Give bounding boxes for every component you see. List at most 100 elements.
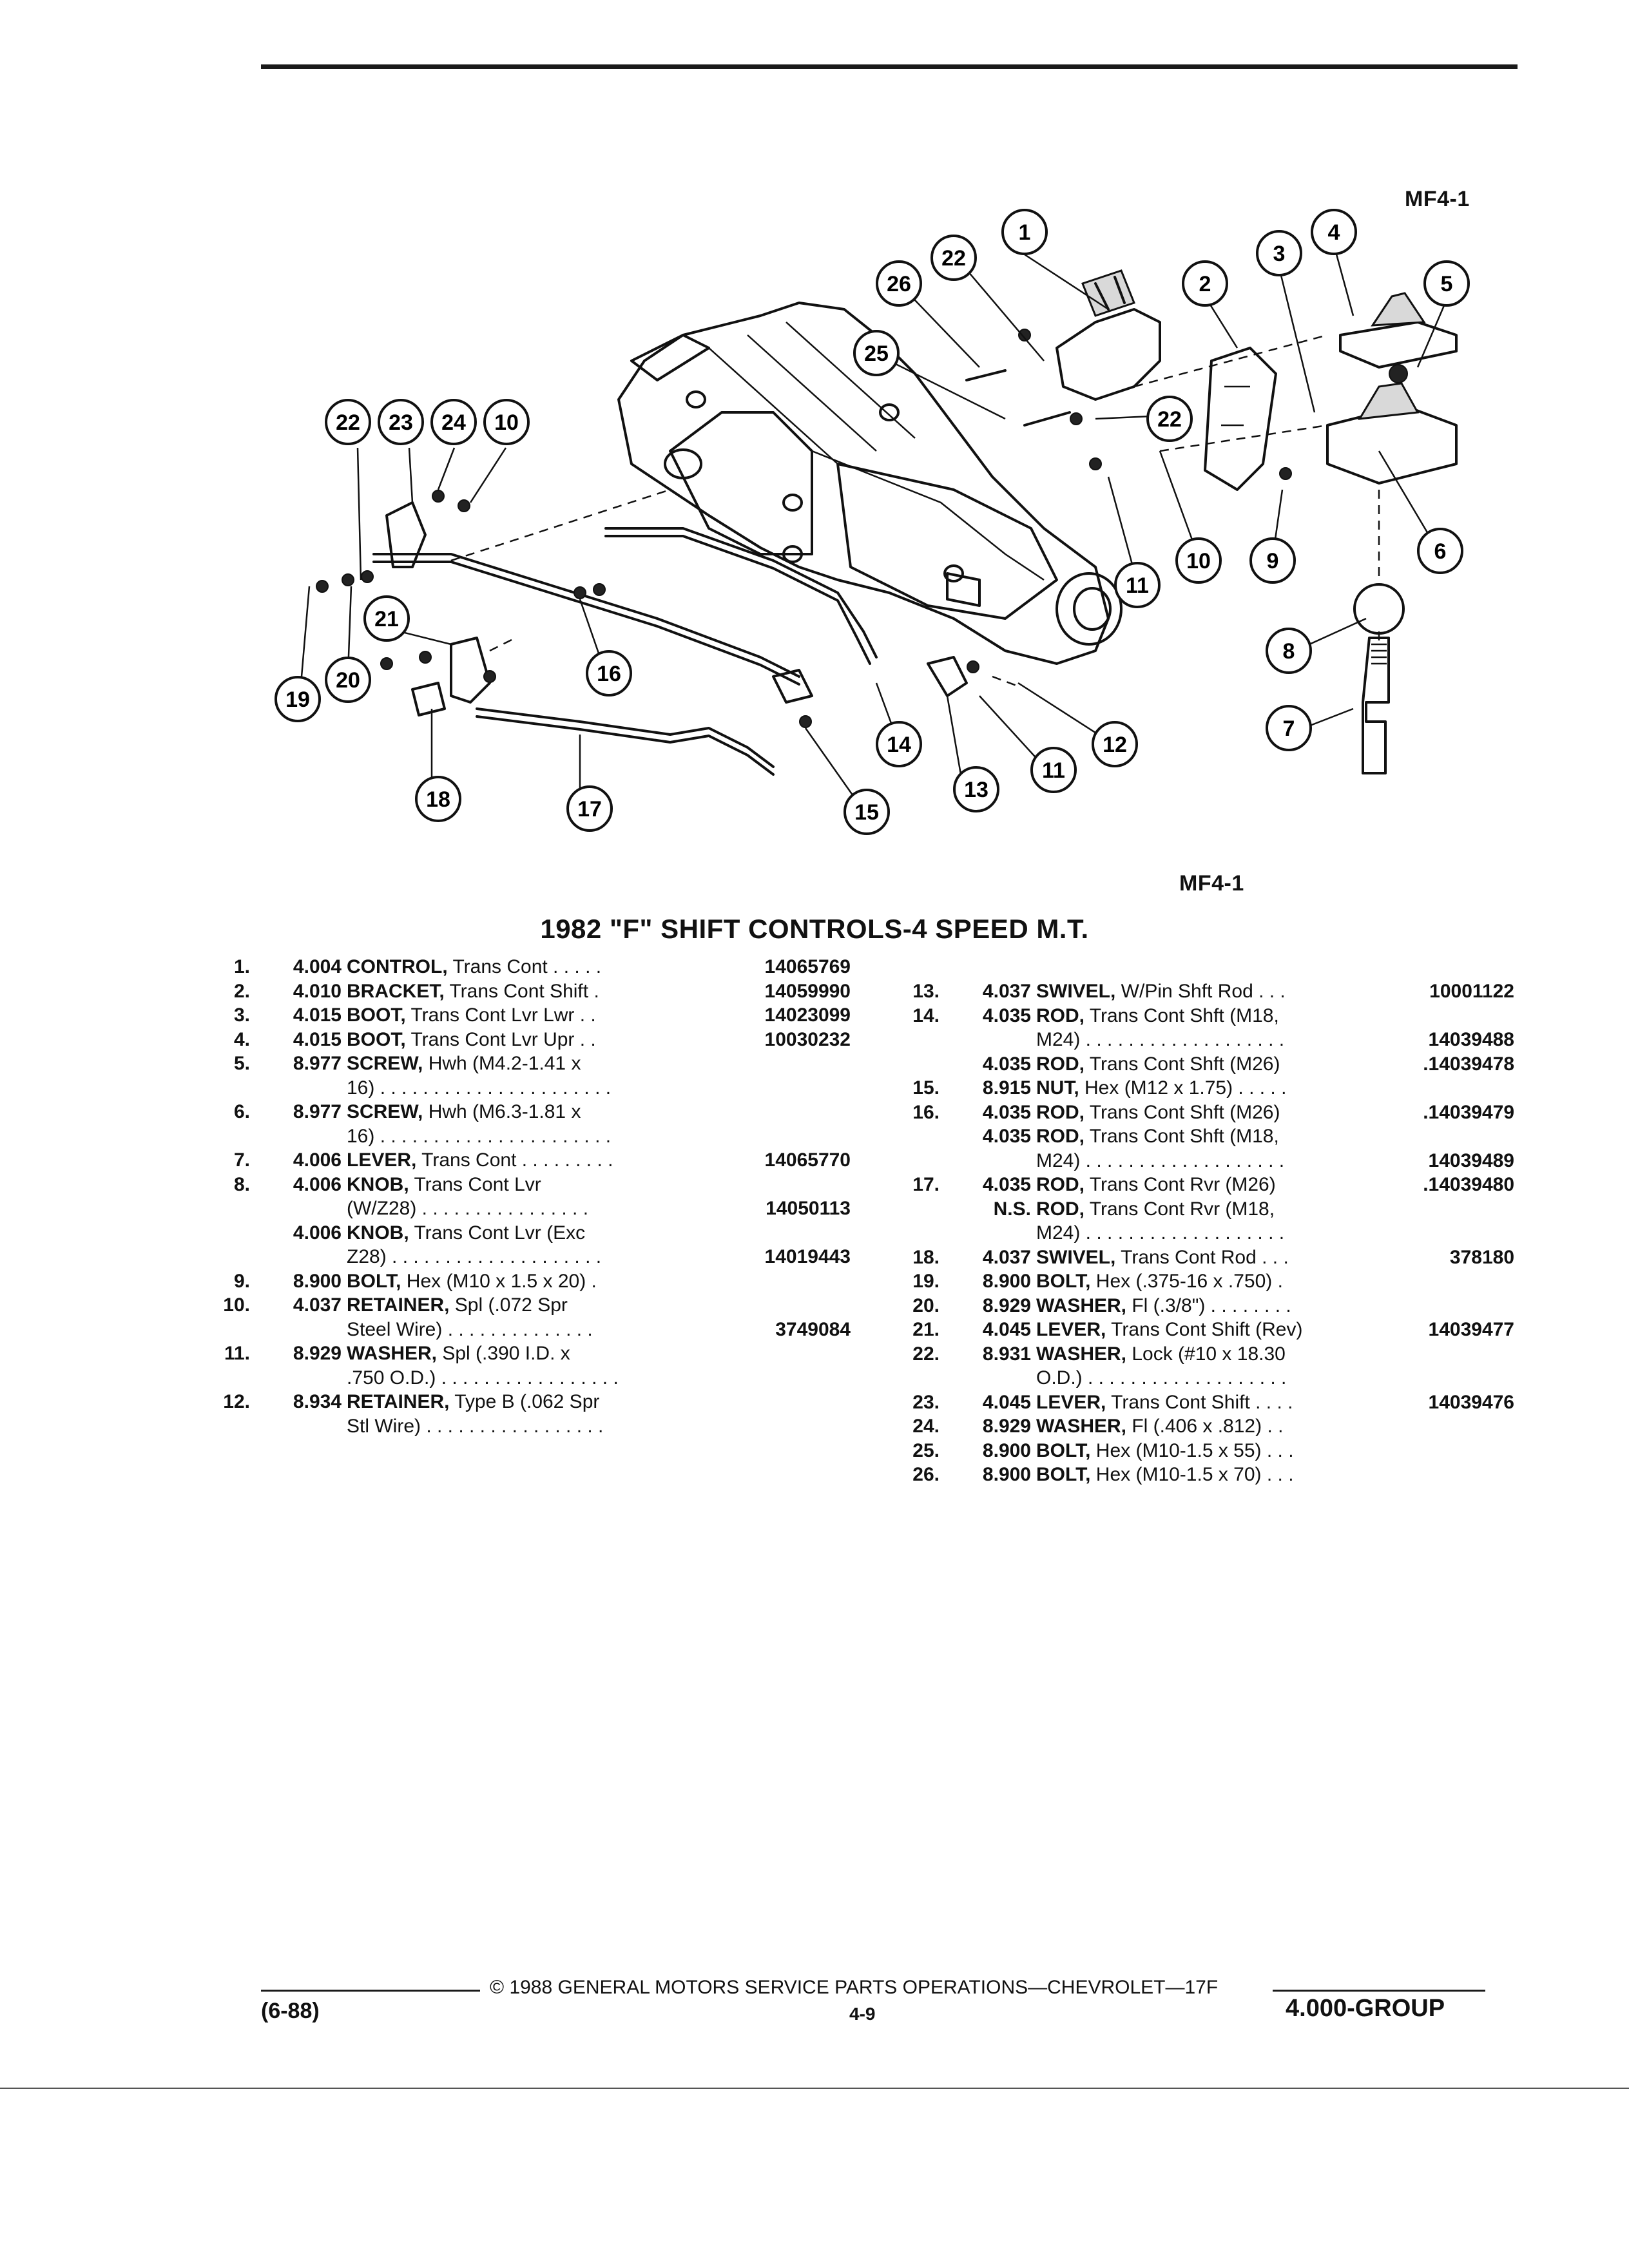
svg-text:2: 2: [1199, 272, 1211, 296]
callout-2: 2: [1182, 260, 1228, 307]
svg-text:25: 25: [864, 341, 889, 366]
group-number: 4.015: [293, 1028, 342, 1050]
part-description: BOLT, Hex (.375-16 x .750) .: [1036, 1271, 1283, 1292]
group-number: 4.045: [982, 1319, 1031, 1340]
part-number: 3749084: [775, 1318, 851, 1340]
part-number: .14039478: [1423, 1053, 1514, 1075]
group-number: 4.006: [293, 1173, 342, 1195]
item-number: 18.: [912, 1246, 940, 1268]
part-description: M24) . . . . . . . . . . . . . . . . . .…: [1036, 1149, 1285, 1171]
svg-text:20: 20: [336, 668, 360, 693]
group-number: 8.931: [982, 1343, 1031, 1365]
item-number: 20.: [912, 1294, 940, 1316]
page-number: 4-9: [849, 2004, 876, 2024]
svg-text:5: 5: [1441, 272, 1453, 296]
part-description: WASHER, Spl (.390 I.D. x: [347, 1343, 570, 1364]
group-number: N.S.: [993, 1198, 1031, 1220]
part-description: NUT, Hex (M12 x 1.75) . . . . .: [1036, 1077, 1287, 1099]
alignment-lines: [450, 334, 1380, 687]
callout-9: 9: [1249, 537, 1296, 584]
part-row: Stl Wire) . . . . . . . . . . . . . . . …: [180, 1414, 851, 1439]
callout-10-right: 10: [1175, 537, 1222, 584]
group-number: 8.929: [293, 1343, 342, 1364]
part-number: 10030232: [764, 1028, 851, 1050]
group-number: 8.900: [982, 1439, 1031, 1461]
item-number: 25.: [912, 1439, 940, 1461]
part-row: (W/Z28) . . . . . . . . . . . . . . . .1…: [180, 1196, 851, 1221]
callout-23: 23: [378, 399, 424, 445]
part-description: BRACKET, Trans Cont Shift .: [347, 980, 599, 1002]
item-number: 9.: [233, 1270, 250, 1292]
group-number: 4.035: [982, 1004, 1031, 1026]
part-description: CONTROL, Trans Cont . . . . .: [347, 956, 602, 977]
part-number: 14039489: [1428, 1149, 1514, 1171]
group-number: 4.035: [982, 1053, 1031, 1075]
bottom-rule: [0, 2088, 1629, 2089]
transmission-housing: [617, 302, 1123, 665]
callout-22-top: 22: [930, 235, 977, 281]
svg-text:14: 14: [887, 733, 911, 757]
part-description: Steel Wire) . . . . . . . . . . . . . .: [347, 1318, 593, 1340]
callout-11-right: 11: [1114, 562, 1161, 608]
part-description: .750 O.D.) . . . . . . . . . . . . . . .…: [347, 1367, 619, 1389]
item-number: 12.: [223, 1391, 250, 1412]
callout-19: 19: [275, 676, 321, 722]
item-number: 15.: [912, 1077, 940, 1099]
group-number: 8.900: [293, 1270, 342, 1292]
item-number: 14.: [912, 1004, 940, 1026]
group-number: 4.035: [982, 1174, 1031, 1195]
svg-text:8: 8: [1283, 639, 1295, 664]
part-description: ROD, Trans Cont Shft (M18,: [1036, 1004, 1279, 1026]
svg-text:10: 10: [1186, 549, 1211, 573]
part-description: ROD, Trans Cont Rvr (M18,: [1036, 1198, 1275, 1220]
svg-text:16: 16: [597, 662, 621, 686]
item-number: 10.: [223, 1294, 250, 1316]
group-number: 4.004: [293, 956, 342, 977]
part-description: 16) . . . . . . . . . . . . . . . . . . …: [347, 1077, 612, 1099]
part-description: WASHER, Fl (.406 x .812) . .: [1036, 1416, 1284, 1437]
part-description: KNOB, Trans Cont Lvr: [347, 1173, 541, 1195]
item-number: 21.: [912, 1319, 940, 1340]
callout-5: 5: [1423, 260, 1470, 307]
part-number: 14050113: [766, 1198, 851, 1219]
svg-text:23: 23: [389, 410, 413, 435]
svg-text:21: 21: [374, 607, 399, 631]
shift-boots: [1326, 292, 1458, 774]
part-number: 378180: [1449, 1246, 1514, 1268]
footer-rule-left: [261, 1990, 480, 1992]
callout-11-lower: 11: [1030, 747, 1077, 793]
part-description: ROD, Trans Cont Shft (M26): [1036, 1101, 1280, 1123]
part-description: ROD, Trans Cont Shft (M26): [1036, 1053, 1280, 1075]
svg-text:19: 19: [285, 687, 310, 712]
part-number: 14065769: [764, 956, 851, 977]
group-number: 4.045: [982, 1391, 1031, 1413]
part-number: 14019443: [764, 1246, 851, 1267]
callout-10-left: 10: [483, 399, 530, 445]
svg-text:11: 11: [1042, 758, 1065, 783]
item-number: 2.: [233, 980, 250, 1002]
group-number: 4.015: [293, 1004, 342, 1026]
part-row: 16) . . . . . . . . . . . . . . . . . . …: [180, 1124, 851, 1149]
part-description: BOOT, Trans Cont Lvr Lwr . .: [347, 1004, 596, 1026]
group-number: 8.977: [293, 1101, 342, 1122]
part-row: N.S.ROD, Trans Cont Rvr (M18,: [870, 1197, 1514, 1222]
part-description: RETAINER, Type B (.062 Spr: [347, 1391, 600, 1412]
part-description: Stl Wire) . . . . . . . . . . . . . . . …: [347, 1415, 604, 1437]
